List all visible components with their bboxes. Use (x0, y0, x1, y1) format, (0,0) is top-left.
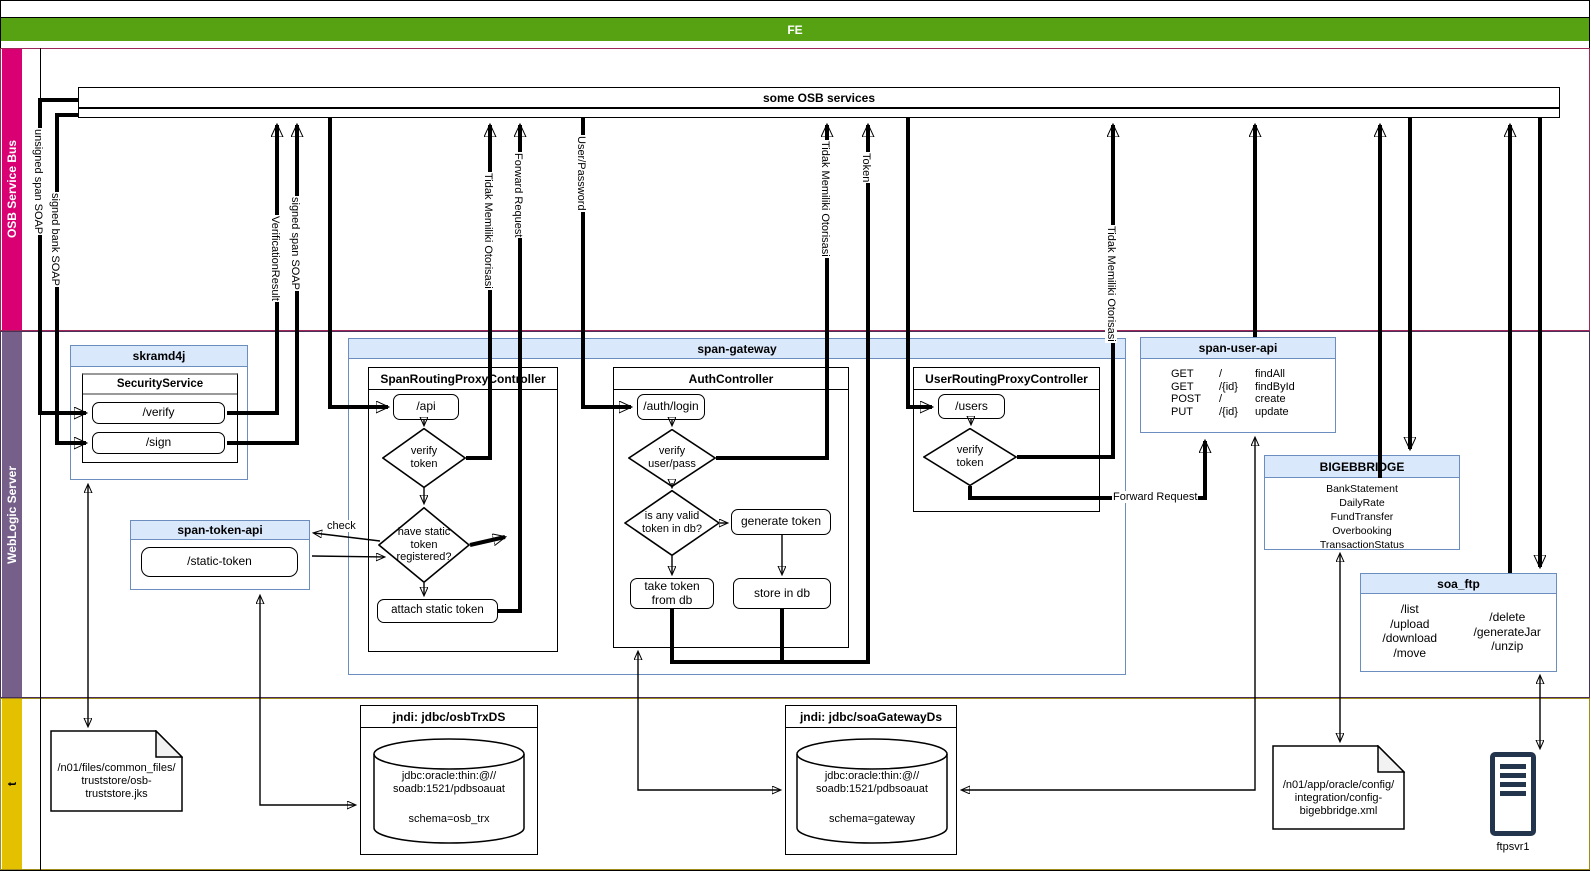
lane-weblogic-label: WebLogic Server (5, 465, 19, 564)
span-routing-title: SpanRoutingProxyController (369, 368, 557, 390)
span-user-api-box: span-user-api GET/findAll GET/{id}findBy… (1140, 337, 1336, 433)
edge-label-user-password: User/Password (575, 135, 587, 212)
static-token-endpoint: /static-token (141, 547, 298, 577)
edge-label-verification-result: VerificationResult (269, 215, 281, 302)
skramd4j-title: skramd4j (71, 346, 247, 367)
lane-fe: FE (1, 17, 1589, 41)
soa-gateway-ds-schema: schema=gateway (829, 813, 915, 825)
edge-label-token: Token (860, 152, 872, 184)
ftp-server-icon (1490, 752, 1536, 836)
edge-label-tidak-2: Tidak Memiliki Otorisasi (819, 140, 831, 258)
edge-label-forward-request-1: Forward Request (512, 152, 524, 239)
truststore-file-path: /n01/files/common_files/ truststore/osb-… (57, 762, 176, 800)
api-endpoint: /api (393, 394, 459, 420)
lane-osb-strip: OSB Service Bus (2, 49, 22, 330)
osb-services-box: some OSB services (78, 87, 1560, 108)
store-in-db-step: store in db (733, 578, 831, 609)
span-user-api-routes: GET/findAll GET/{id}findById POST/create… (1171, 368, 1295, 418)
edge-label-tidak-1: Tidak Memiliki Otorisasi (482, 172, 494, 290)
auth-controller-title: AuthController (614, 368, 848, 390)
ftp-server-label: ftpsvr1 (1496, 841, 1530, 853)
server-bar (1500, 773, 1526, 778)
edge-label-forward-request-2: Forward Request (1112, 491, 1199, 503)
lane-bottom-strip: t (2, 699, 22, 869)
route-row: PUT/{id}update (1171, 405, 1289, 418)
truststore-file: /n01/files/common_files/ truststore/osb-… (50, 729, 184, 812)
verify-token-decision-1: verify token (382, 428, 466, 488)
span-token-api-title: span-token-api (131, 521, 309, 540)
verify-endpoint: /verify (92, 402, 225, 424)
take-token-step: take token from db (630, 578, 714, 609)
users-endpoint: /users (938, 394, 1005, 419)
service-item: DailyRate (1339, 497, 1385, 509)
span-gateway-title: span-gateway (349, 339, 1125, 359)
route-row: GET/findAll (1171, 368, 1285, 380)
bigebbridge-box: BIGEBBRIDGE BankStatement DailyRate Fund… (1264, 455, 1460, 552)
attach-static-token-step: attach static token (377, 599, 498, 623)
osb-trx-ds-title: jndi: jdbc/osbTrxDS (361, 706, 537, 728)
service-item: BankStatement (1326, 483, 1398, 495)
edge-label-signed-span-soap: signed span SOAP (289, 196, 301, 291)
service-item: FundTransfer (1330, 511, 1394, 523)
server-bar (1500, 782, 1526, 787)
service-item: Overbooking (1332, 525, 1392, 537)
soa-gateway-ds-cylinder: jdbc:oracle:thin:@// soadb:1521/pdbsoaua… (795, 737, 949, 845)
osb-trx-ds-url: jdbc:oracle:thin:@// soadb:1521/pdbsoaua… (393, 770, 505, 795)
soa-ftp-box: soa_ftp /list /upload /download /move /d… (1360, 573, 1557, 672)
soa-ftp-endpoints: /list /upload /download /move /delete /g… (1361, 602, 1556, 660)
security-service-title: SecurityService (83, 375, 237, 395)
edge-label-unsigned-span-soap: unsigned span SOAP (32, 128, 44, 236)
lane-weblogic-strip: WebLogic Server (2, 332, 22, 697)
route-row: POST/create (1171, 393, 1286, 405)
server-bar (1500, 791, 1526, 796)
soa-ftp-right-column: /delete /generateJar /unzip (1473, 610, 1541, 653)
server-bar (1500, 764, 1526, 769)
soa-ftp-left-column: /list /upload /download /move (1382, 602, 1438, 660)
any-valid-token-decision: is any valid token in db? (624, 490, 720, 556)
osb-trx-ds-cylinder: jdbc:oracle:thin:@// soadb:1521/pdbsoaua… (372, 737, 526, 845)
lane-divider-line (40, 48, 41, 871)
verify-token-decision-2: verify token (923, 428, 1017, 486)
route-row: GET/{id}findById (1171, 380, 1295, 393)
edge-label-tidak-3: Tidak Memiliki Otorisasi (1105, 225, 1117, 343)
soa-gateway-ds-title: jndi: jdbc/soaGatewayDs (786, 706, 956, 728)
bigebbridge-title: BIGEBBRIDGE (1265, 456, 1459, 478)
lane-bottom-label: t (5, 782, 19, 786)
lane-osb-label: OSB Service Bus (5, 140, 19, 239)
user-routing-title: UserRoutingProxyController (914, 368, 1099, 390)
lane-bottom (0, 698, 1590, 870)
osb-trx-ds-schema: schema=osb_trx (408, 813, 490, 825)
generate-token-step: generate token (731, 509, 831, 535)
sign-endpoint: /sign (92, 432, 225, 454)
osb-services-substrip (78, 108, 1560, 118)
have-static-token-decision: have static token registered? (378, 507, 470, 583)
osb-services-title: some OSB services (762, 90, 876, 105)
lane-fe-label: FE (787, 22, 803, 37)
edge-label-signed-bank-soap: signed bank SOAP (49, 192, 61, 287)
auth-login-endpoint: /auth/login (637, 394, 705, 420)
bigebbridge-services: BankStatement DailyRate FundTransfer Ove… (1265, 482, 1459, 552)
span-user-api-title: span-user-api (1141, 338, 1335, 359)
verify-userpass-decision: verify user/pass (628, 429, 716, 487)
service-item: TransactionStatus (1319, 539, 1405, 551)
config-file: /n01/app/oracle/config/ integration/conf… (1272, 744, 1406, 830)
soa-ftp-title: soa_ftp (1361, 574, 1556, 594)
edge-label-check: check (326, 520, 357, 532)
config-file-path: /n01/app/oracle/config/ integration/conf… (1282, 779, 1395, 817)
soa-gateway-ds-url: jdbc:oracle:thin:@// soadb:1521/pdbsoaua… (816, 770, 928, 795)
